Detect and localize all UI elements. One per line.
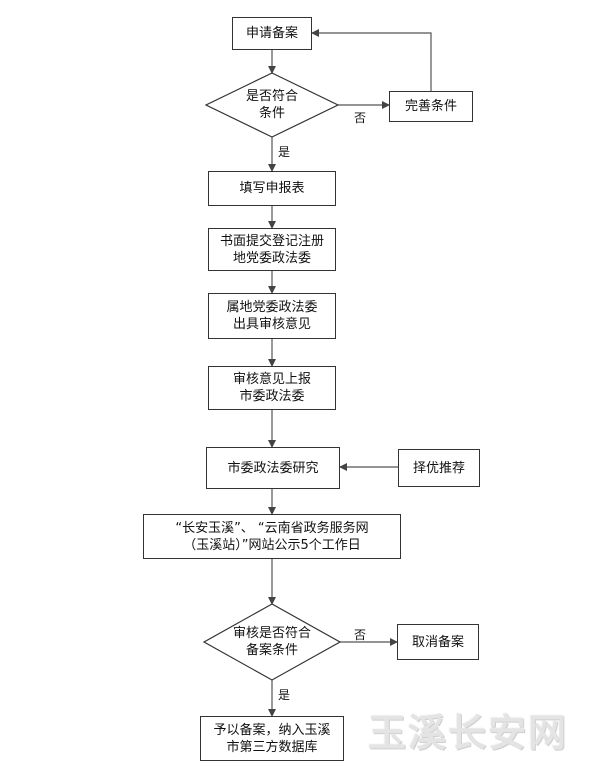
node-check-conditions: 是否符合 条件 bbox=[245, 89, 298, 121]
watermark-logo: 玉溪长安网 bbox=[368, 710, 569, 755]
node-apply: 申请备案 bbox=[232, 17, 312, 50]
node-cancel-record: 取消备案 bbox=[397, 624, 479, 660]
node-check-record-conditions: 审核是否符合 备案条件 bbox=[232, 626, 311, 658]
node-improve-conditions: 完善条件 bbox=[389, 91, 473, 122]
node-publicize: “长安玉溪”、 “云南省政务服务网 （玉溪站）”网站公示5个工作日 bbox=[143, 514, 401, 559]
edge-label-no-2: 否 bbox=[354, 628, 367, 642]
edge-label-no-1: 否 bbox=[354, 111, 367, 125]
node-report-opinion: 审核意见上报 市委政法委 bbox=[208, 366, 336, 410]
arrow-improve-to-apply bbox=[311, 29, 432, 91]
edge-label-yes-2: 是 bbox=[278, 688, 291, 702]
edge-label-yes-1: 是 bbox=[278, 145, 291, 159]
node-submit-registration: 书面提交登记注册 地党委政法委 bbox=[208, 228, 336, 271]
decision-diamond-record-conditions bbox=[202, 603, 342, 681]
node-local-opinion: 属地党委政法委 出具审核意见 bbox=[208, 293, 336, 339]
node-committee-study: 市委政法委研究 bbox=[206, 447, 340, 489]
node-record-database: 予以备案，纳入玉溪 市第三方数据库 bbox=[200, 716, 344, 761]
node-fill-form: 填写申报表 bbox=[208, 171, 336, 206]
node-recommend: 择优推荐 bbox=[398, 449, 480, 487]
decision-diamond-conditions bbox=[204, 72, 340, 138]
